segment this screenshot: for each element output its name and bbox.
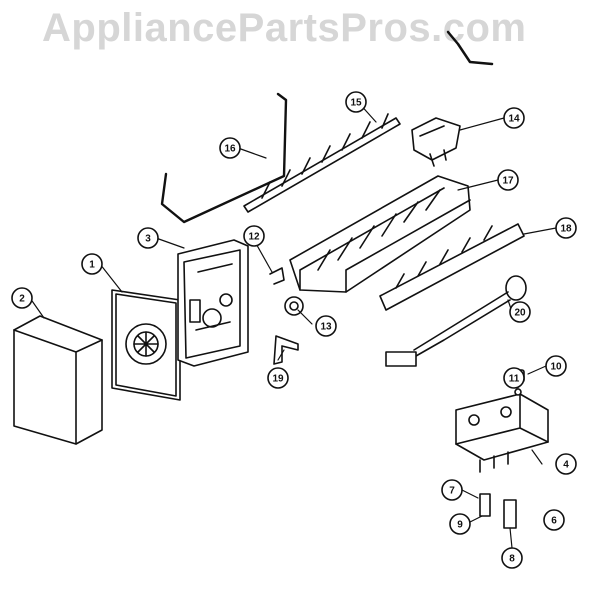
callout-number: 14 bbox=[508, 114, 520, 125]
callout-11: 11 bbox=[503, 367, 525, 389]
callout-12: 12 bbox=[243, 225, 265, 247]
part-18-stripper bbox=[379, 223, 525, 311]
part-15-ejector bbox=[243, 113, 401, 213]
callout-17: 17 bbox=[497, 169, 519, 191]
callout-circle bbox=[449, 513, 471, 535]
callout-number: 7 bbox=[449, 486, 455, 497]
part-20-harness bbox=[385, 275, 527, 367]
callout-circle bbox=[81, 253, 103, 275]
callout-7: 7 bbox=[441, 479, 463, 501]
part-11-fitting bbox=[514, 388, 522, 396]
callout-9: 9 bbox=[449, 513, 471, 535]
callout-number: 1 bbox=[89, 260, 95, 271]
callout-number: 6 bbox=[551, 516, 557, 527]
part-14-switch bbox=[411, 117, 461, 167]
callout-circle bbox=[503, 107, 525, 129]
callout-number: 20 bbox=[514, 308, 526, 319]
callout-circle bbox=[441, 479, 463, 501]
callout-10: 10 bbox=[545, 355, 567, 377]
callout-number: 3 bbox=[145, 234, 151, 245]
callout-number: 19 bbox=[272, 374, 284, 385]
callout-number: 11 bbox=[509, 374, 520, 385]
callout-4: 4 bbox=[555, 453, 577, 475]
callout-circle bbox=[555, 217, 577, 239]
callout-8: 8 bbox=[501, 547, 523, 569]
callout-20: 20 bbox=[509, 301, 531, 323]
part-12-clip bbox=[269, 267, 285, 285]
callout-circle bbox=[555, 453, 577, 475]
callout-circle bbox=[509, 301, 531, 323]
part-2-cover bbox=[13, 315, 103, 445]
callout-2: 2 bbox=[11, 287, 33, 309]
callout-13: 13 bbox=[315, 315, 337, 337]
callout-circle bbox=[497, 169, 519, 191]
callout-18: 18 bbox=[555, 217, 577, 239]
callout-circle bbox=[545, 355, 567, 377]
callout-number: 18 bbox=[560, 224, 572, 235]
part-16-bail-wire bbox=[160, 92, 288, 224]
part-17-mold bbox=[289, 175, 471, 293]
callout-circle bbox=[543, 509, 565, 531]
callout-number: 13 bbox=[320, 322, 332, 333]
callout-6: 6 bbox=[543, 509, 565, 531]
callout-number: 15 bbox=[350, 98, 362, 109]
callout-19: 19 bbox=[267, 367, 289, 389]
callout-circle bbox=[503, 367, 525, 389]
callout-number: 4 bbox=[563, 460, 569, 471]
callout-circle bbox=[11, 287, 33, 309]
callout-15: 15 bbox=[345, 91, 367, 113]
logo-wrench-icon bbox=[446, 30, 494, 66]
callout-number: 10 bbox=[550, 362, 562, 373]
callout-number: 17 bbox=[502, 176, 514, 187]
watermark-logo: AppliancePartsPros.com bbox=[42, 6, 527, 50]
callout-1: 1 bbox=[81, 253, 103, 275]
callout-circle bbox=[243, 225, 265, 247]
callout-number: 16 bbox=[224, 144, 236, 155]
callout-14: 14 bbox=[503, 107, 525, 129]
callout-number: 2 bbox=[19, 294, 25, 305]
part-1-faceplate bbox=[111, 289, 181, 401]
callout-3: 3 bbox=[137, 227, 159, 249]
part-3-housing bbox=[177, 239, 249, 367]
callout-circle bbox=[501, 547, 523, 569]
callout-circle bbox=[137, 227, 159, 249]
callout-circle bbox=[267, 367, 289, 389]
callout-number: 8 bbox=[509, 554, 515, 565]
callout-circle bbox=[345, 91, 367, 113]
callout-circle bbox=[219, 137, 241, 159]
callout-number: 12 bbox=[248, 232, 260, 243]
callout-circle bbox=[315, 315, 337, 337]
callout-16: 16 bbox=[219, 137, 241, 159]
part-7-insert bbox=[479, 493, 491, 517]
callout-number: 9 bbox=[457, 520, 463, 531]
